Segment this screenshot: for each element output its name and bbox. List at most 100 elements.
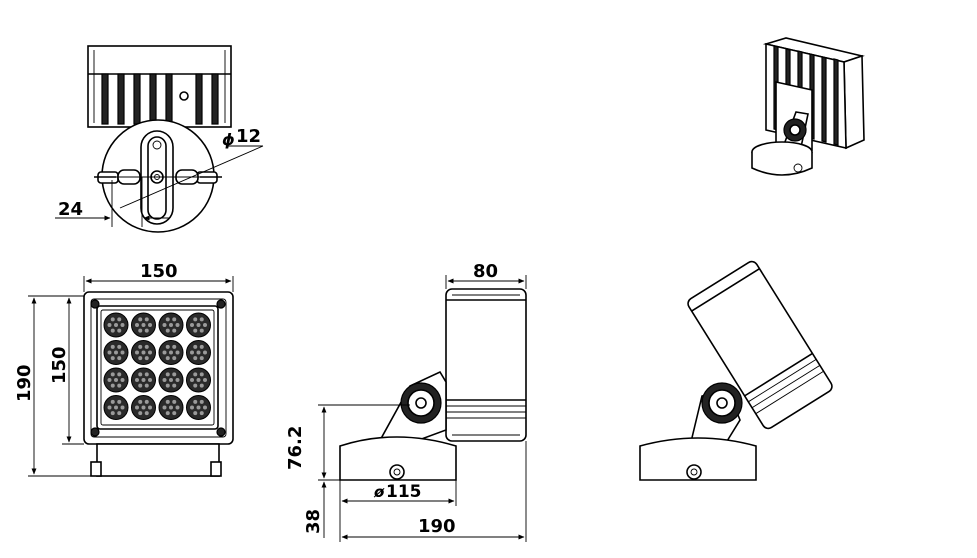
led-dot <box>199 399 204 404</box>
base-height-label: 76.2 <box>285 426 306 470</box>
led-dot <box>120 323 125 327</box>
side-view: 80 76.2 38 ø 115 190 <box>285 261 527 542</box>
led-dot <box>144 411 149 416</box>
tilted-side-view <box>639 260 833 481</box>
led-dot <box>172 317 177 322</box>
led-dot <box>135 405 139 410</box>
led-grid <box>103 312 211 420</box>
led-dot <box>117 328 122 333</box>
led-dot <box>138 372 143 377</box>
led-dot <box>117 399 122 404</box>
led-dot <box>117 411 122 416</box>
led-dot <box>110 344 115 349</box>
led-dot <box>141 405 146 410</box>
led-dot <box>193 372 198 377</box>
led-dot <box>165 383 170 388</box>
front-height-inner-label: 150 <box>49 346 70 384</box>
led-dot <box>117 383 122 388</box>
led-dot <box>162 323 167 327</box>
led-dot <box>199 356 204 361</box>
led-dot <box>203 323 207 327</box>
led-dot <box>110 356 115 361</box>
led-dot <box>165 372 170 377</box>
led-dot <box>107 378 112 382</box>
led-dot <box>138 317 143 322</box>
led-dot <box>110 383 115 388</box>
led-dot <box>138 399 143 404</box>
led-dot <box>203 378 207 382</box>
led-dot <box>135 350 139 355</box>
base-diameter-label: 115 <box>386 482 422 502</box>
led-dot <box>175 323 180 327</box>
led-dot <box>193 411 198 416</box>
led-dot <box>138 411 143 416</box>
led-dot <box>141 378 146 382</box>
led-dot <box>165 356 170 361</box>
led-dot <box>190 378 194 382</box>
led-dot <box>193 399 198 404</box>
led-dot <box>138 328 143 333</box>
overall-length-label: 190 <box>418 516 456 537</box>
led-dot <box>107 405 112 410</box>
led-dot <box>169 405 173 410</box>
led-dot <box>196 405 201 410</box>
led-dot <box>203 350 207 355</box>
led-dot <box>172 372 177 377</box>
led-dot <box>172 411 177 416</box>
front-height-outer-label: 190 <box>14 364 35 402</box>
led-dot <box>114 323 118 327</box>
led-dot <box>193 317 198 322</box>
led-dot <box>110 411 115 416</box>
led-dot <box>196 323 201 327</box>
led-dot <box>144 317 149 322</box>
led-dot <box>144 372 149 377</box>
led-dot <box>120 350 125 355</box>
led-dot <box>144 328 149 333</box>
led-dot <box>162 405 167 410</box>
base-thickness-label: 38 <box>303 509 324 534</box>
isometric-view <box>751 37 865 176</box>
led-dot <box>199 372 204 377</box>
led-dot <box>199 328 204 333</box>
led-dot <box>172 356 177 361</box>
led-dot <box>175 405 180 410</box>
led-dot <box>135 323 139 327</box>
led-dot <box>138 344 143 349</box>
led-dot <box>165 411 170 416</box>
led-dot <box>114 350 118 355</box>
led-dot <box>169 323 173 327</box>
led-dot <box>175 350 180 355</box>
led-dot <box>193 383 198 388</box>
led-dot <box>193 328 198 333</box>
led-dot <box>162 378 167 382</box>
led-dot <box>117 356 122 361</box>
led-dot <box>165 344 170 349</box>
led-dot <box>165 399 170 404</box>
led-dot <box>107 323 112 327</box>
bracket-offset-label: 24 <box>58 199 83 220</box>
led-dot <box>117 344 122 349</box>
front-width-label: 150 <box>140 261 178 282</box>
led-dot <box>169 378 173 382</box>
led-dot <box>190 405 194 410</box>
led-dot <box>107 350 112 355</box>
led-dot <box>144 399 149 404</box>
led-dot <box>203 405 207 410</box>
led-dot <box>120 405 125 410</box>
led-dot <box>117 372 122 377</box>
base-diameter-prefix: ø <box>373 483 385 501</box>
led-dot <box>196 378 201 382</box>
led-dot <box>138 383 143 388</box>
led-dot <box>148 405 152 410</box>
led-dot <box>190 350 194 355</box>
led-dot <box>117 317 122 322</box>
hole-diameter-label: 12 <box>236 126 261 147</box>
led-dot <box>162 350 167 355</box>
led-dot <box>199 317 204 322</box>
led-dot <box>148 323 152 327</box>
led-dot <box>148 378 152 382</box>
led-dot <box>165 328 170 333</box>
led-dot <box>114 378 118 382</box>
led-dot <box>172 399 177 404</box>
